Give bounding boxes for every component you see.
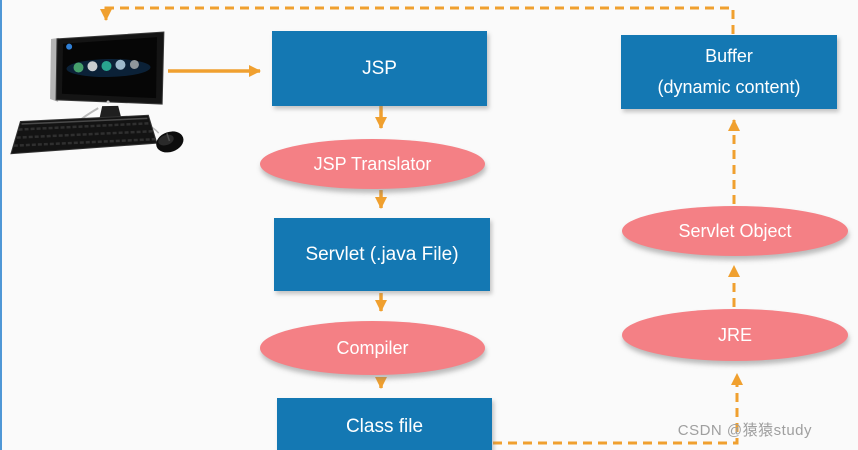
node-servlet-object: Servlet Object xyxy=(622,206,848,256)
node-servlet-java-label: Servlet (.java File) xyxy=(305,243,459,265)
node-jsp-label: JSP xyxy=(362,57,397,79)
node-jre: JRE xyxy=(622,309,848,361)
node-compiler-label: Compiler xyxy=(336,337,409,358)
node-buffer-label-line1: Buffer xyxy=(705,46,753,66)
client-computer-icon xyxy=(10,31,184,155)
node-servlet-object-label: Servlet Object xyxy=(678,220,792,241)
left-border xyxy=(0,0,2,450)
watermark: CSDN @猿猿study xyxy=(677,422,812,439)
node-jre-label: JRE xyxy=(717,324,752,345)
node-jsp: JSP xyxy=(272,31,487,106)
node-jsp-translator-label: JSP Translator xyxy=(313,153,432,174)
node-class-file-label: Class file xyxy=(345,416,424,437)
node-buffer: Buffer (dynamic content) xyxy=(621,35,837,109)
node-servlet-java-file: Servlet (.java File) xyxy=(274,218,490,291)
node-compiler: Compiler xyxy=(260,321,485,375)
node-jsp-translator: JSP Translator xyxy=(260,139,485,189)
node-buffer-label-line2: (dynamic content) xyxy=(657,77,801,97)
node-class-file: Class file xyxy=(277,398,492,450)
